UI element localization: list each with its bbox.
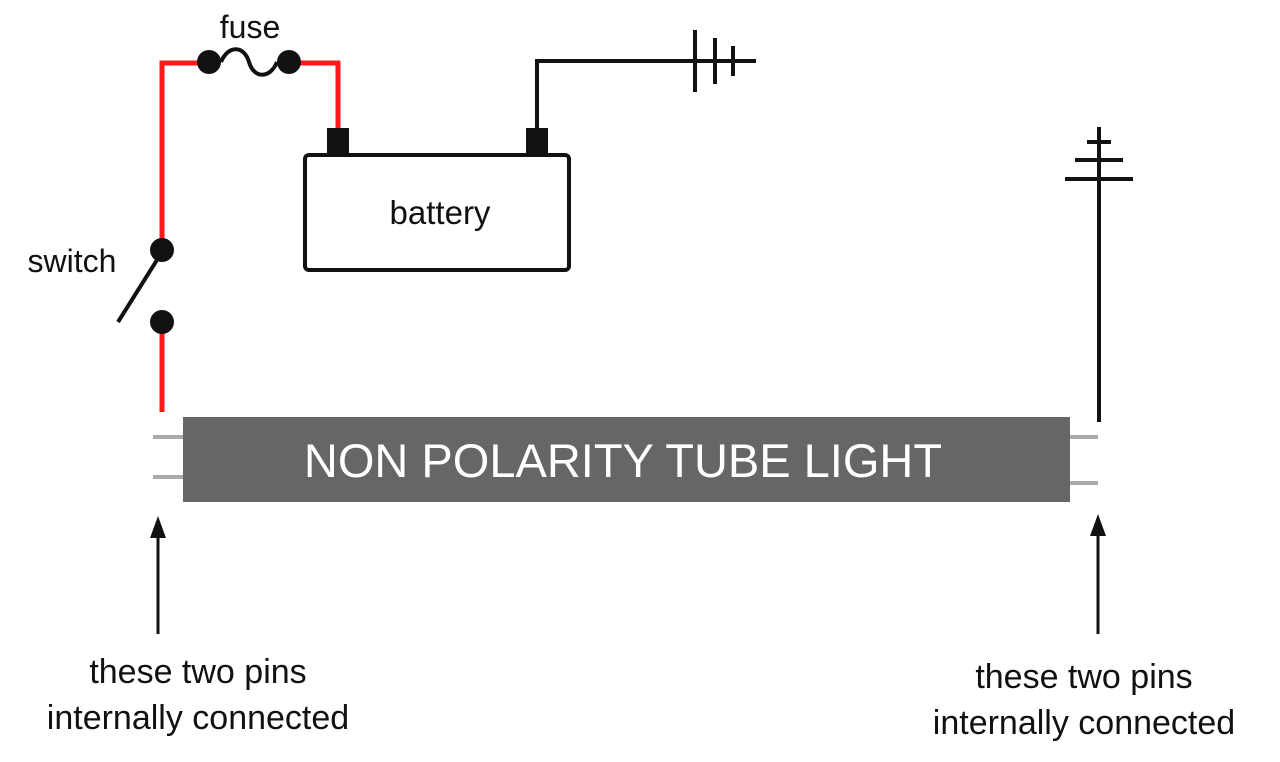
switch-symbol <box>116 238 174 334</box>
switch-lever <box>116 250 164 324</box>
left-note-line1: these two pins <box>89 653 306 691</box>
arrow-left <box>150 516 166 634</box>
right-note-line2: internally connected <box>933 704 1235 742</box>
battery-symbol <box>303 128 571 272</box>
ground-icon <box>1065 140 1133 181</box>
battery-positive-terminal <box>327 128 349 155</box>
fuse-element <box>219 47 279 77</box>
tube-pins-right <box>1070 435 1098 485</box>
left-note-line2: internally connected <box>47 699 349 737</box>
fuse-terminal-right <box>277 50 301 74</box>
right-note-line1: these two pins <box>975 658 1192 696</box>
tube-pins-left <box>153 435 183 479</box>
switch-terminal-bottom <box>150 310 174 334</box>
tube-light: NON POLARITY TUBE LIGHT <box>153 417 1098 502</box>
live-wire-fuse-to-battery <box>290 60 341 132</box>
tube-body <box>183 417 1070 502</box>
ground-wire-battery <box>535 59 694 128</box>
fuse-symbol <box>197 47 301 77</box>
live-wire <box>159 60 341 412</box>
battery-label: battery <box>390 194 491 231</box>
arrow-right <box>1090 514 1106 634</box>
battery-body <box>303 153 571 272</box>
fuse-terminal-left <box>197 50 221 74</box>
switch-label: switch <box>28 243 117 279</box>
ground-icon <box>693 30 756 92</box>
battery-negative-terminal <box>526 128 548 155</box>
switch-terminal-top <box>150 238 174 262</box>
tube-label: NON POLARITY TUBE LIGHT <box>304 434 942 487</box>
live-wire-to-fuse <box>159 60 208 250</box>
fuse-label: fuse <box>220 9 280 45</box>
